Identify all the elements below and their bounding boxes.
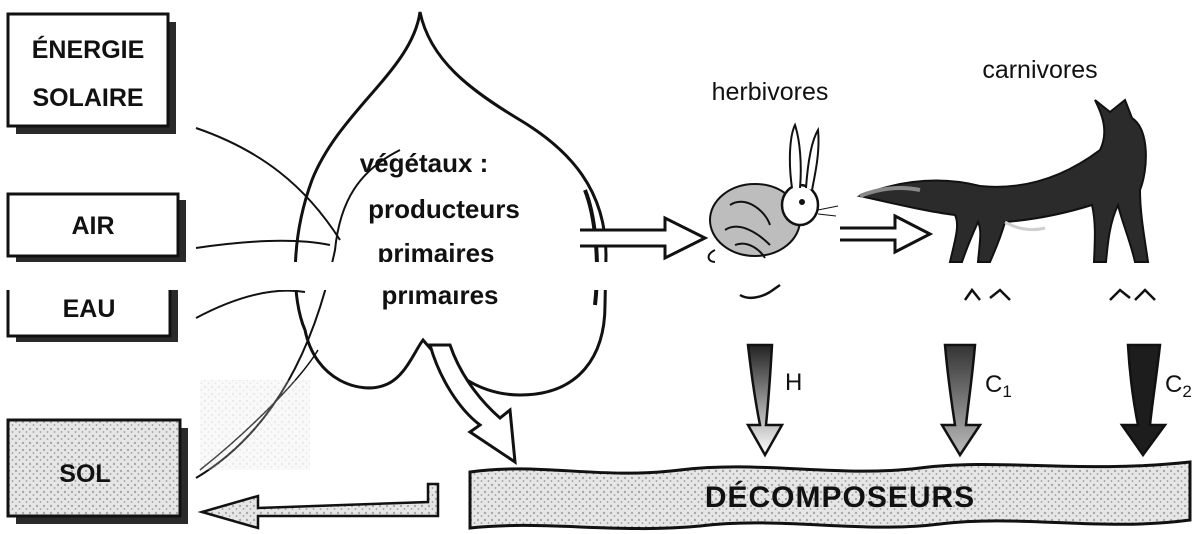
decomposers-label: DÉCOMPOSEURS bbox=[705, 480, 975, 514]
air-box: AIR bbox=[8, 194, 186, 262]
plant-label-line1: végétaux : bbox=[360, 148, 489, 178]
plant-label-line2: producteurs bbox=[368, 194, 520, 224]
carnivore2-flow-arrow: C2 bbox=[1122, 345, 1192, 455]
soil-box: SOL bbox=[8, 420, 188, 524]
soil-smudge bbox=[200, 380, 310, 470]
herbivore-flow-arrow: H bbox=[748, 345, 802, 455]
air-box-label: AIR bbox=[71, 212, 114, 240]
soil-box-label: SOL bbox=[59, 460, 110, 488]
energy-box: ÉNERGIE SOLAIRE bbox=[8, 14, 176, 134]
carnivore1-flow-label: C1 bbox=[985, 371, 1012, 401]
herbivores-label: herbivores bbox=[712, 78, 829, 106]
carnivore1-flow-arrow: C1 bbox=[942, 345, 1012, 455]
decomposer-to-soil-arrow bbox=[202, 484, 438, 528]
carnivore2-flow-label: C2 bbox=[1165, 371, 1192, 401]
plant-to-decomposer-arrow bbox=[430, 345, 515, 462]
plant-leaf: végétaux : producteurs primaires primair… bbox=[295, 12, 606, 395]
herbivore-to-carnivore-arrow bbox=[840, 216, 930, 252]
carnivores-label: carnivores bbox=[982, 56, 1097, 84]
decomposers-banner: DÉCOMPOSEURS bbox=[470, 462, 1190, 529]
scan-gap bbox=[0, 262, 1200, 290]
water-box-label: EAU bbox=[63, 295, 116, 323]
herbivore-flow-label: H bbox=[785, 369, 802, 396]
plant-to-herbivore-arrow bbox=[580, 218, 705, 258]
energy-box-label-line1: ÉNERGIE bbox=[32, 35, 145, 64]
energy-box-label-line2: SOLAIRE bbox=[32, 84, 143, 112]
